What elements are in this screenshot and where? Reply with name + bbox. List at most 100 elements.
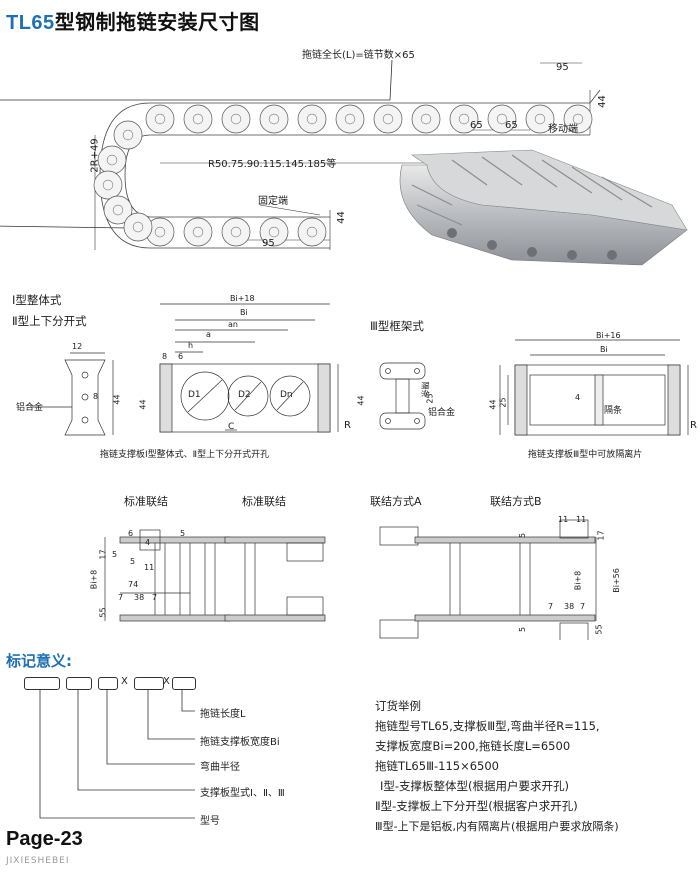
dim-95-bottom: 95 bbox=[262, 238, 275, 249]
std-connection-1: 标准联结 bbox=[124, 495, 168, 508]
chain-link bbox=[297, 217, 327, 247]
legend-box-type bbox=[66, 677, 92, 690]
c-n38: 38 bbox=[134, 593, 145, 602]
legend-item-width: 拖链支撑板宽度Bi bbox=[200, 737, 280, 748]
c-r5a: 5 bbox=[518, 532, 528, 539]
legend-item-model: 型号 bbox=[200, 816, 220, 827]
profile-h8: 8 bbox=[93, 392, 99, 401]
plate-c: C bbox=[228, 422, 235, 432]
order-line-5: Ⅱ型-支撑板上下分开型(根据客户求开孔) bbox=[375, 799, 578, 813]
chain-link bbox=[525, 104, 555, 134]
order-line-4: Ⅰ型-支撑板整体型(根据用户要求开孔) bbox=[380, 779, 570, 793]
c-n6: 6 bbox=[128, 529, 134, 538]
chain-link bbox=[373, 104, 403, 134]
legend-item-length: 拖链长度L bbox=[200, 709, 246, 720]
chain-link bbox=[221, 104, 251, 134]
plate-h44: 44 bbox=[138, 399, 148, 410]
rplate-h25: 25 bbox=[498, 397, 508, 408]
c-r7b: 7 bbox=[580, 602, 586, 611]
legend-box-width bbox=[134, 677, 164, 690]
connection-b: 联结方式B bbox=[490, 495, 542, 508]
c-n11: 11 bbox=[144, 563, 155, 572]
legend-box-radius bbox=[98, 677, 118, 690]
dim-95-top: 95 bbox=[556, 62, 569, 73]
c-r7a: 7 bbox=[548, 602, 554, 611]
frame-alu: 铝合金 bbox=[428, 408, 456, 418]
model-code: TL65 bbox=[6, 12, 55, 34]
rplate-bi16: Bi+16 bbox=[596, 331, 621, 340]
support-plate-type-3 bbox=[499, 339, 689, 436]
c-r55: 55 bbox=[594, 624, 604, 635]
plate-d6: 6 bbox=[178, 352, 184, 361]
chain-link bbox=[411, 104, 441, 134]
c-n55: 55 bbox=[98, 607, 108, 618]
c-n17: 17 bbox=[98, 549, 108, 560]
plate-h: h bbox=[188, 341, 194, 350]
chain-link bbox=[97, 145, 127, 175]
dim-44-right: 44 bbox=[596, 95, 608, 108]
type-3-label: Ⅲ型框架式 bbox=[370, 319, 424, 333]
type-1-label: Ⅰ型整体式 bbox=[12, 293, 62, 307]
chain-link bbox=[103, 195, 133, 225]
chain-link bbox=[93, 170, 123, 200]
chain-link bbox=[259, 104, 289, 134]
std-connection-drawing bbox=[104, 529, 326, 622]
plate-d2: D2 bbox=[238, 390, 251, 400]
moving-end-label: 移动端 bbox=[548, 124, 578, 135]
dim-44-bottom: 44 bbox=[335, 211, 347, 224]
std-connection-2: 标准联结 bbox=[242, 495, 286, 508]
plate-d1: D1 bbox=[188, 390, 201, 400]
legend-x2: X bbox=[163, 676, 170, 687]
connection-a: 联结方式A bbox=[370, 495, 422, 508]
watermark: JIXIESHEBEI bbox=[6, 856, 70, 866]
rplate-caption: 拖链支撑板Ⅲ型中可放隔离片 bbox=[528, 450, 643, 460]
radius-note: R50.75.90.115.145.185等 bbox=[208, 159, 337, 170]
chain-link bbox=[123, 212, 153, 242]
c-n7a: 7 bbox=[118, 593, 124, 602]
dim-65-a: 65 bbox=[470, 120, 483, 131]
order-line-1: 拖链型号TL65,支撑板Ⅲ型,弯曲半径R=115, bbox=[375, 719, 600, 733]
fixed-end-label: 固定端 bbox=[258, 196, 288, 207]
plate-bi18: Bi+18 bbox=[230, 294, 255, 303]
legend-item-type: 支撑板型式Ⅰ、Ⅱ、Ⅲ bbox=[200, 788, 285, 799]
chain-link bbox=[183, 217, 213, 247]
legend-x1: X bbox=[121, 676, 128, 687]
chain-link bbox=[259, 217, 289, 247]
product-photo bbox=[399, 149, 688, 266]
c-r38: 38 bbox=[564, 602, 575, 611]
plate-a: a bbox=[206, 330, 211, 339]
c-n5c: 5 bbox=[112, 550, 118, 559]
plate-dn: Dn bbox=[280, 390, 293, 400]
chain-link bbox=[221, 217, 251, 247]
c-bi8: Bi+8 bbox=[89, 569, 99, 590]
page-title: TL65型钢制拖链安装尺寸图 bbox=[6, 6, 260, 35]
legend-box-length bbox=[172, 677, 196, 690]
dim-65-b: 65 bbox=[505, 120, 518, 131]
height-2r-label: 2R+49 bbox=[89, 138, 101, 173]
chain-link bbox=[335, 104, 365, 134]
chain-link bbox=[145, 104, 175, 134]
rplate-sep: 隔条 bbox=[604, 406, 623, 416]
type-2-label: Ⅱ型上下分开式 bbox=[12, 314, 87, 328]
profile-h44: 44 bbox=[112, 394, 122, 405]
c-r5b: 5 bbox=[518, 626, 528, 633]
plate-d8: 8 bbox=[162, 352, 168, 361]
chain-links bbox=[93, 104, 593, 247]
frame-h44: 44 bbox=[356, 395, 366, 406]
c-n4: 4 bbox=[145, 538, 151, 547]
frame-h25: 25 bbox=[425, 393, 435, 404]
c-r17: 17 bbox=[596, 530, 606, 541]
profile-type-1-2 bbox=[30, 352, 114, 436]
order-line-3: 拖链TL65Ⅲ-115×6500 bbox=[375, 759, 499, 773]
length-note: 拖链全长(L)=链节数×65 bbox=[302, 50, 415, 61]
chain-link bbox=[563, 104, 593, 134]
plate-an: an bbox=[228, 320, 238, 329]
c-r11a: 11 bbox=[576, 515, 587, 524]
rplate-r: R bbox=[690, 420, 697, 431]
legend-leader-lines bbox=[39, 690, 195, 819]
order-title: 订货举例 bbox=[375, 699, 421, 713]
chain-link bbox=[487, 104, 517, 134]
c-r11b: 11 bbox=[558, 515, 569, 524]
order-line-6: Ⅲ型-上下是铝板,内有隔离片(根据用户要求放隔条) bbox=[375, 820, 619, 833]
rplate-bi: Bi bbox=[600, 345, 608, 354]
